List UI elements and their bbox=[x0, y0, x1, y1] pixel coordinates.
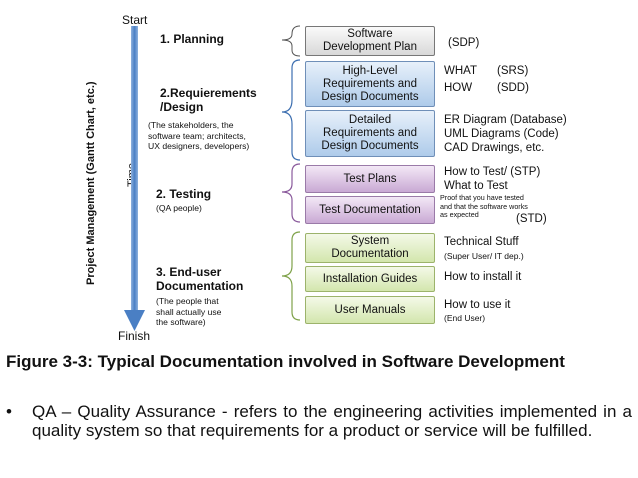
box-user-manuals: User Manuals bbox=[305, 296, 435, 324]
label-uml-diagrams: UML Diagrams (Code) bbox=[444, 128, 559, 140]
stage-brackets bbox=[281, 25, 301, 321]
box-test-documentation: Test Documentation bbox=[305, 196, 435, 224]
label-std: (STD) bbox=[516, 213, 547, 225]
box-detailed-requirements: Detailed Requirements and Design Documen… bbox=[305, 110, 435, 157]
label-er-diagram: ER Diagram (Database) bbox=[444, 114, 567, 126]
label-sdp: (SDP) bbox=[448, 37, 480, 49]
label-what-to-test: What to Test bbox=[444, 180, 508, 192]
label-how: HOW bbox=[444, 82, 473, 94]
label-how-to-test: How to Test/ (STP) bbox=[444, 166, 541, 178]
time-arrow bbox=[124, 26, 145, 331]
box-system-documentation: System Documentation bbox=[305, 233, 435, 263]
box-installation-guides: Installation Guides bbox=[305, 266, 435, 292]
figure-caption: Figure 3-3: Typical Documentation involv… bbox=[6, 352, 565, 371]
timeline-finish: Finish bbox=[118, 329, 151, 343]
stage-testing-note: (QA people) bbox=[156, 203, 202, 213]
stage-requirements-note: (The stakeholders, the software team; ar… bbox=[148, 120, 250, 151]
stage-end-user-note: (The people that shall actually use the … bbox=[156, 296, 222, 327]
label-end-user: (End User) bbox=[444, 313, 486, 323]
label-srs: (SRS) bbox=[497, 65, 529, 77]
label-sdd: (SDD) bbox=[497, 82, 529, 94]
stage-testing: 2. Testing bbox=[156, 187, 212, 201]
label-how-to-install: How to install it bbox=[444, 271, 522, 283]
label-cad-drawings: CAD Drawings, etc. bbox=[444, 142, 545, 154]
bullet-text: QA – Quality Assurance - refers to the e… bbox=[32, 402, 632, 440]
timeline-start: Start bbox=[122, 13, 148, 27]
label-proof-tested: Proof that you have tested and that the … bbox=[440, 193, 528, 219]
documentation-diagram: Project Management (Gantt Chart, etc.) S… bbox=[85, 13, 567, 343]
box-test-plans: Test Plans bbox=[305, 165, 435, 193]
label-what: WHAT bbox=[444, 65, 478, 77]
label-super-user: (Super User/ IT dep.) bbox=[444, 251, 524, 261]
stage-planning: 1. Planning bbox=[160, 32, 225, 46]
box-software-development-plan: Software Development Plan bbox=[305, 26, 435, 56]
project-management-label: Project Management (Gantt Chart, etc.) bbox=[85, 81, 97, 285]
stage-end-user: 3. End-user Documentation bbox=[156, 265, 244, 293]
bullet-symbol: • bbox=[6, 402, 12, 421]
label-technical-stuff: Technical Stuff bbox=[444, 236, 519, 248]
box-high-level-requirements: High-Level Requirements and Design Docum… bbox=[305, 61, 435, 107]
stage-requirements: 2.Requierements /Design bbox=[160, 86, 257, 114]
label-how-to-use: How to use it bbox=[444, 299, 511, 311]
